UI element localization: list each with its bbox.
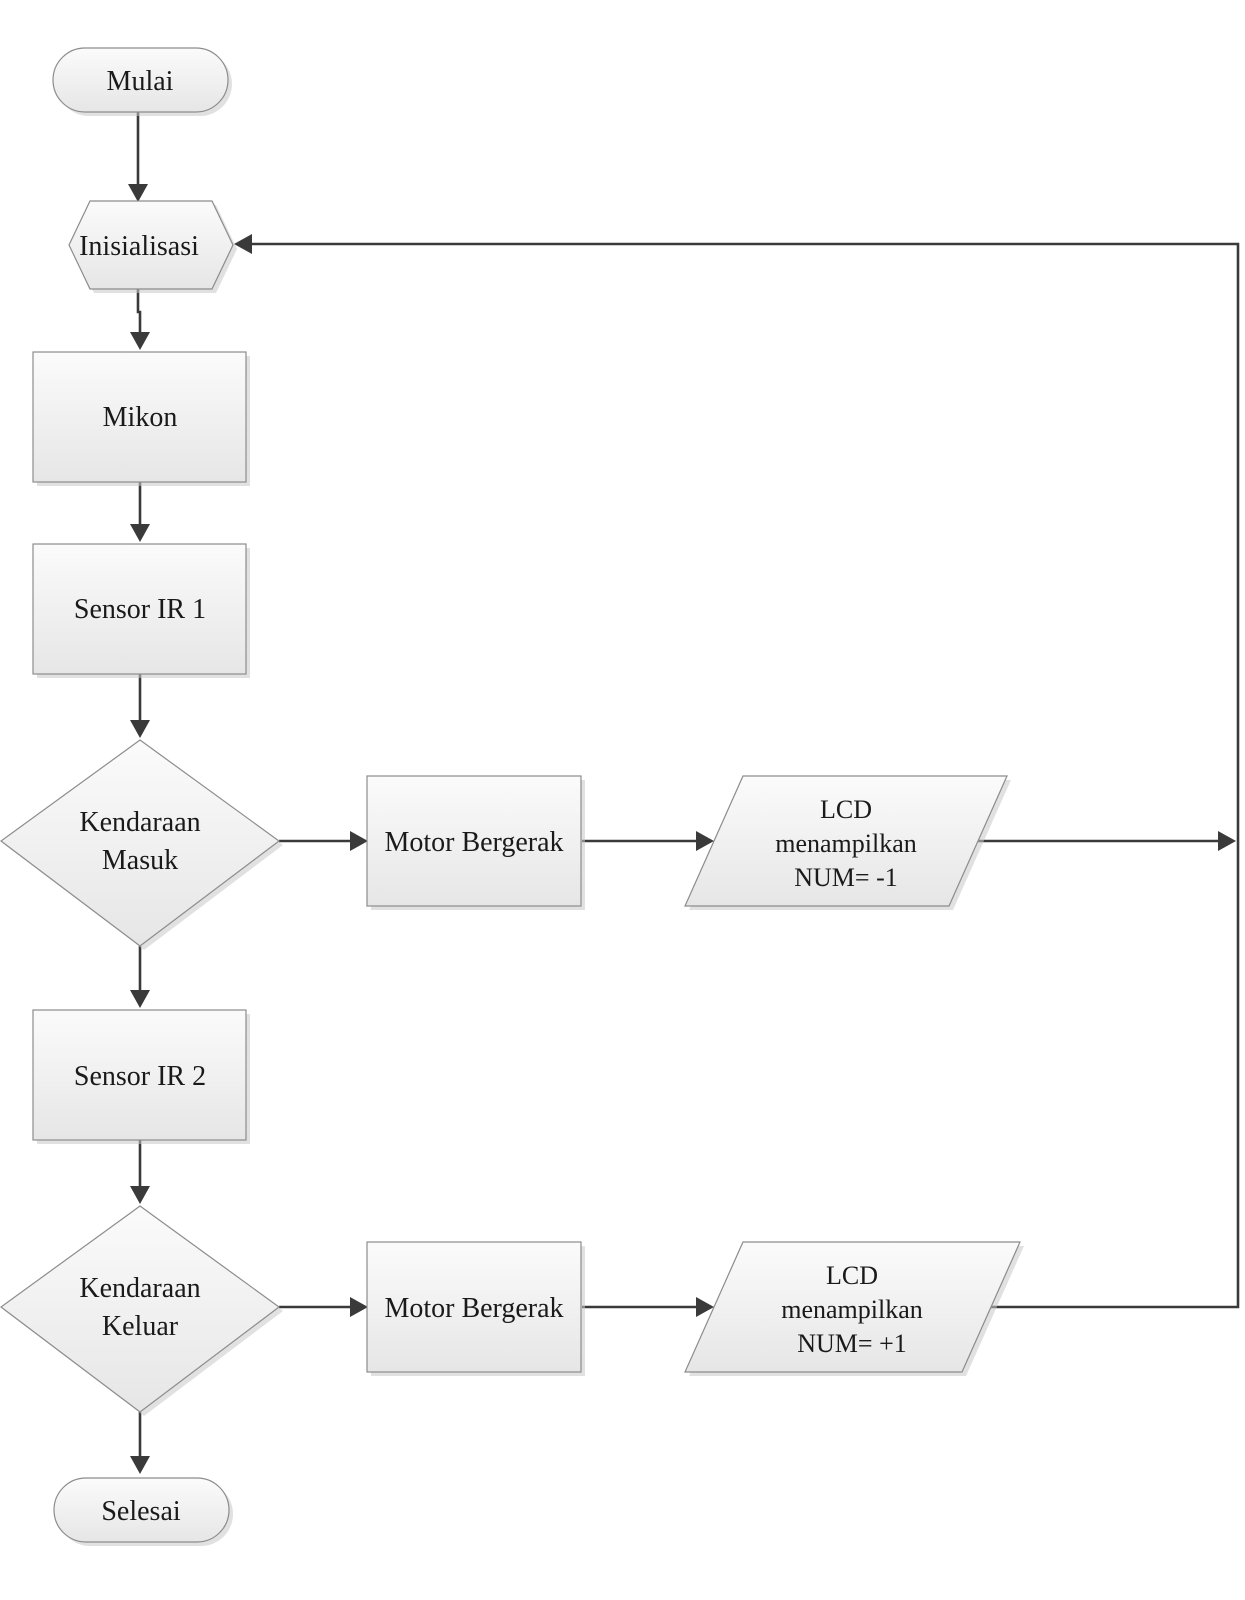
arrowhead-lcd1 bbox=[696, 831, 714, 851]
arrowhead-decision2 bbox=[130, 1186, 150, 1204]
decision1-label-line2: Masuk bbox=[102, 845, 178, 876]
start-terminator: Mulai bbox=[52, 47, 232, 116]
init-hexagon: Inisialisasi bbox=[68, 200, 237, 293]
lcd2-label-line3: NUM= +1 bbox=[797, 1329, 907, 1358]
arrowhead-sensor2 bbox=[130, 990, 150, 1008]
arrowhead-end bbox=[130, 1456, 150, 1474]
arrowhead-motor1 bbox=[350, 831, 368, 851]
lcd2-label-line1: LCD bbox=[826, 1261, 878, 1290]
arrowhead-loop-join bbox=[1218, 831, 1236, 851]
sensor1-process-box: Sensor IR 1 bbox=[32, 543, 250, 678]
lcd1-label-line2: menampilkan bbox=[775, 829, 917, 858]
lcd1-output-parallelogram: LCD menampilkan NUM= -1 bbox=[684, 775, 1011, 910]
connector-init-mikon bbox=[136, 286, 142, 334]
mcu-label: Mikon bbox=[103, 402, 178, 433]
lcd1-label-line1: LCD bbox=[820, 795, 872, 824]
decision1-label-line1: Kendaraan bbox=[79, 807, 200, 838]
motor1-label: Motor Bergerak bbox=[384, 827, 563, 858]
decision2-diamond: Kendaraan Keluar bbox=[0, 1205, 283, 1416]
motor2-process-box: Motor Bergerak bbox=[366, 1241, 585, 1376]
motor2-label: Motor Bergerak bbox=[384, 1293, 563, 1324]
lcd1-label-line3: NUM= -1 bbox=[794, 863, 898, 892]
start-label: Mulai bbox=[107, 66, 174, 97]
end-terminator: Selesai bbox=[53, 1477, 233, 1546]
arrowhead-sensor1 bbox=[130, 524, 150, 542]
arrowhead-motor2 bbox=[350, 1297, 368, 1317]
lcd2-output-parallelogram: LCD menampilkan NUM= +1 bbox=[684, 1241, 1024, 1376]
mcu-process-box: Mikon bbox=[32, 351, 250, 486]
connector-loop-back bbox=[250, 242, 1240, 1309]
lcd2-label-line2: menampilkan bbox=[781, 1295, 923, 1324]
end-label: Selesai bbox=[101, 1496, 181, 1527]
connectors bbox=[128, 112, 1240, 1474]
arrowhead-loop-init bbox=[234, 234, 252, 254]
decision2-label-line2: Keluar bbox=[102, 1311, 179, 1342]
decision2-label-line1: Kendaraan bbox=[79, 1273, 200, 1304]
arrowhead-lcd2 bbox=[696, 1297, 714, 1317]
arrowhead-mikon bbox=[130, 332, 150, 350]
decision1-diamond: Kendaraan Masuk bbox=[0, 739, 283, 950]
sensor2-label: Sensor IR 2 bbox=[74, 1061, 206, 1092]
sensor2-process-box: Sensor IR 2 bbox=[32, 1009, 250, 1144]
arrowhead-init bbox=[128, 184, 148, 202]
sensor1-label: Sensor IR 1 bbox=[74, 594, 206, 625]
arrowhead-decision1 bbox=[130, 720, 150, 738]
init-label: Inisialisasi bbox=[79, 231, 199, 262]
motor1-process-box: Motor Bergerak bbox=[366, 775, 585, 910]
